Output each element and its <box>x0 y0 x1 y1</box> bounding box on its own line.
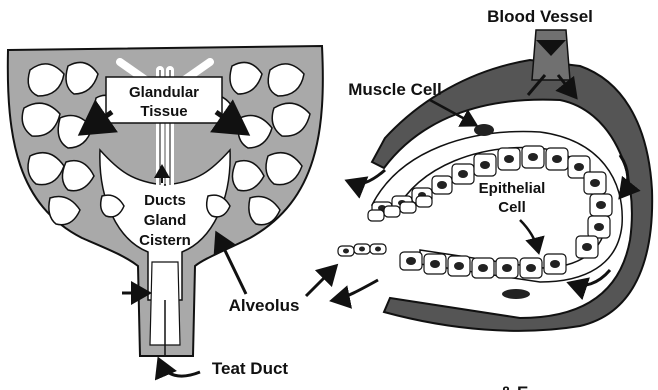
alveolus-pointer-right <box>306 268 334 296</box>
milk-flow-arrow-top <box>350 170 385 184</box>
gland-label: Gland <box>144 212 187 229</box>
epithelial-pointer <box>520 220 538 250</box>
muscle-cell-bottom <box>502 289 530 299</box>
muscle-cell-top <box>474 124 494 136</box>
cistern-label: Cistern <box>139 232 191 249</box>
glandular-label-line2: Tissue <box>140 103 187 120</box>
alveolus-detail: Blood Vessel Muscle Cell Epithelial Cell <box>335 7 652 331</box>
corner-text-fragment: & E <box>500 383 528 390</box>
teat-duct-pointer <box>160 362 200 376</box>
muscle-cell-label: Muscle Cell <box>348 80 442 99</box>
epithelial-cells-lower <box>338 244 566 278</box>
glandular-label-line1: Glandular <box>129 84 199 101</box>
milk-flow-arrow-bottom <box>335 280 378 300</box>
teat-duct-label: Teat Duct <box>212 359 289 378</box>
epithelial-label-line1: Epithelial <box>479 180 546 197</box>
ducts-label: Ducts <box>144 192 186 209</box>
epithelial-label-line2: Cell <box>498 199 526 216</box>
blood-vessel-label: Blood Vessel <box>487 7 593 26</box>
alveolus-label: Alveolus <box>229 296 300 315</box>
